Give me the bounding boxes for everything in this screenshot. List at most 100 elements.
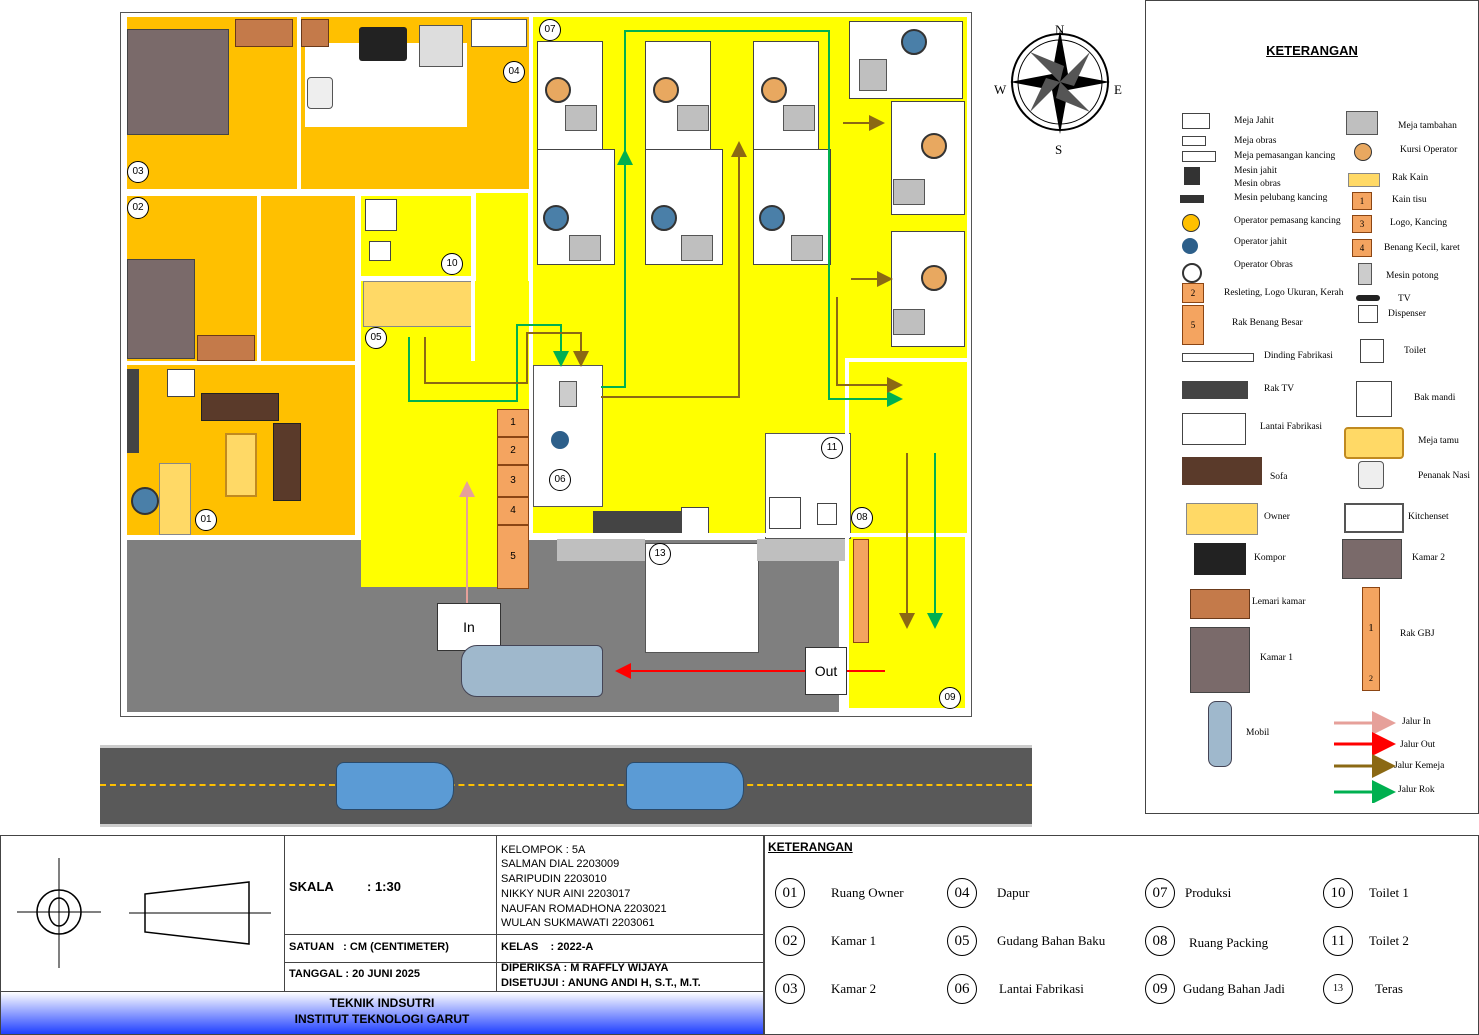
skala-label: SKALA (289, 879, 334, 894)
leg-meja-obras: Meja obras (1234, 136, 1277, 146)
compass-w: W (994, 82, 1007, 97)
sym-mesin-jahit (1184, 167, 1200, 185)
sym-rak-tv (1182, 381, 1248, 399)
sym-mesin-pelubang (1180, 195, 1204, 203)
sym-op-kancing (1182, 214, 1200, 232)
tv-rack (127, 369, 139, 453)
key-lbl-08: Ruang Packing (1189, 935, 1269, 950)
sym-owner (1186, 503, 1258, 535)
kitchenset (471, 19, 527, 47)
compass-e: E (1114, 82, 1122, 97)
room-key-title: KETERANGAN (768, 840, 853, 854)
meja-tambahan-5 (681, 235, 713, 261)
sym-tv (1356, 295, 1380, 301)
sym-meja-kancing (1182, 151, 1216, 162)
sym-op-obras (1182, 263, 1202, 283)
sym-meja-jahit (1182, 113, 1210, 129)
sym-lantai-fabrikasi (1182, 413, 1246, 445)
sym-meja-tambahan (1346, 111, 1378, 135)
leg-kamar-1: Kamar 1 (1260, 653, 1293, 663)
lemari-kamar-2 (235, 19, 293, 47)
exit-out: Out (805, 647, 847, 695)
tb-divider-v1 (284, 836, 285, 991)
meja-tamu (225, 433, 257, 497)
owner-operator (131, 487, 159, 515)
room-number-13: 13 (649, 543, 671, 565)
leg-op-kancing: Operator pemasang kancing (1234, 216, 1341, 226)
key-lbl-03: Kamar 2 (831, 981, 877, 996)
leg-kamar-2: Kamar 2 (1412, 553, 1445, 563)
tb-footer-line-2: INSTITUT TEKNOLOGI GARUT (294, 1012, 470, 1026)
lemari-kamar-1 (197, 335, 255, 361)
meja-tambahan-1 (565, 105, 597, 131)
operator-kancing-1 (901, 29, 927, 55)
leg-op-jahit: Operator jahit (1234, 237, 1288, 247)
meja-tambahan-6 (791, 235, 823, 261)
rak-kain-shelf (363, 281, 473, 327)
leg-sofa: Sofa (1270, 472, 1288, 482)
operator-jahit-2 (651, 205, 677, 231)
sym-bak-mandi (1356, 381, 1392, 417)
road (100, 745, 1032, 827)
leg-mesin-jahit: Mesin jahit (1234, 166, 1278, 176)
leg-jalur-rok: Jalur Rok (1398, 785, 1435, 795)
key-num-05: 05 (947, 926, 977, 956)
sym-benang-kecil: 4 (1352, 239, 1372, 257)
tb-footer: TEKNIK INDSUTRI INSTITUT TEKNOLOGI GARUT (1, 992, 763, 1034)
leg-resleting: Resleting, Logo Ukuran, Kerah (1224, 288, 1344, 298)
leg-toilet: Toilet (1404, 346, 1427, 356)
leg-penanak: Penanak Nasi (1418, 471, 1470, 481)
sym-dinding (1182, 353, 1254, 362)
toilet-1-fixture (369, 241, 391, 261)
wall-v1 (297, 17, 301, 189)
leg-owner: Owner (1264, 512, 1290, 522)
kitchen-sink (419, 25, 463, 67)
sym-kamar-2 (1342, 539, 1402, 579)
meja-tambahan-4 (569, 235, 601, 261)
meja-tambahan-9 (893, 309, 925, 335)
diperiksa: DIPERIKSA : M RAFFLY WIJAYA (501, 962, 669, 974)
meja-tambahan-8 (893, 179, 925, 205)
entrance-in: In (437, 603, 501, 651)
room-number-03: 03 (127, 161, 149, 183)
teras-step-right (757, 539, 847, 561)
tb-footer-line-1: TEKNIK INDSUTRI (329, 996, 435, 1010)
wall-h4 (127, 535, 355, 539)
leg-kursi: Kursi Operator (1400, 145, 1458, 155)
member-3: NIKKY NUR AINI 2203017 (501, 888, 631, 900)
packing-rack (853, 539, 869, 643)
sym-kitchenset (1344, 503, 1404, 533)
sym-mesin-potong (1358, 263, 1372, 285)
room-number-02: 02 (127, 197, 149, 219)
sym-kamar-1 (1190, 627, 1250, 693)
operator-obras-1 (545, 77, 571, 103)
parked-car (461, 645, 603, 697)
wall-v6 (257, 196, 261, 361)
sym-kain-tisu: 1 (1352, 192, 1372, 210)
road-centerline (100, 784, 1032, 786)
toilet-2-fixture (817, 503, 837, 525)
room-number-05: 05 (365, 327, 387, 349)
tb-divider-v2 (496, 836, 497, 991)
kelompok: KELOMPOK : 5A (501, 844, 586, 856)
legend-panel: KETERANGAN 2 5 Meja Jahit Meja obras Mej… (1145, 0, 1479, 814)
key-lbl-09: Gudang Bahan Jadi (1183, 981, 1285, 996)
sym-op-jahit (1182, 238, 1198, 254)
operator-fabrikasi (551, 431, 569, 449)
leg-meja-tambahan: Meja tambahan (1398, 121, 1457, 131)
leg-meja-jahit: Meja Jahit (1234, 116, 1274, 126)
leg-jalur-in: Jalur In (1402, 717, 1431, 727)
sym-rak-resleting: 2 (1182, 283, 1204, 303)
wall-v2 (355, 191, 359, 539)
key-num-13: 13 (1323, 974, 1353, 1004)
wall-h5 (533, 533, 967, 537)
operator-jahit-1 (543, 205, 569, 231)
sym-dispenser (1358, 305, 1378, 323)
room-hall-orange (261, 196, 356, 361)
room-key-panel: KETERANGAN 01 Ruang Owner 04 Dapur 07 Pr… (764, 835, 1479, 1035)
wall-h1 (127, 189, 531, 193)
compass-rose (1010, 30, 1110, 134)
rack-cell-2: 2 (497, 437, 529, 465)
tb-divider-h1 (284, 934, 763, 935)
sym-mobil (1208, 701, 1232, 767)
